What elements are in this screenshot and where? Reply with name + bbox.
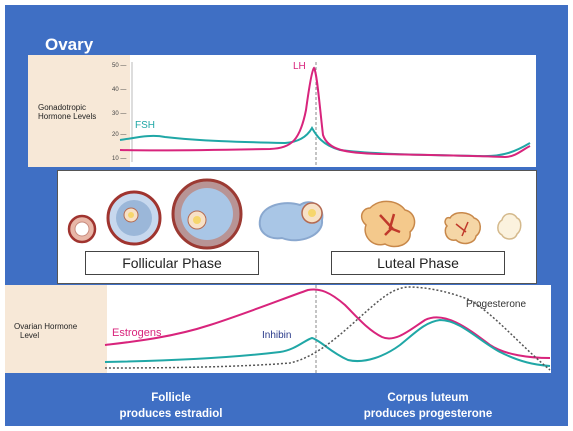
estrogens-curve <box>104 288 551 359</box>
corpus-caption-line2: produces progesterone <box>363 408 493 420</box>
tick-label: 40 — <box>112 87 127 93</box>
follicle-caption-line2: produces estradiol <box>119 408 223 420</box>
ovarian-label-line1: Ovarian Hormone <box>14 322 78 331</box>
fsh-label: FSH <box>135 120 155 131</box>
slide-title: Ovary <box>45 35 94 54</box>
gonadotropic-label-area <box>28 55 130 167</box>
follicle-caption: Follicle produces estradiol <box>96 390 246 422</box>
lh-curve <box>119 66 531 159</box>
progesterone-label: Progesterone <box>466 299 527 310</box>
inhibin-label: Inhibin <box>262 330 292 341</box>
follicular-phase-box: Follicular Phase <box>85 251 259 275</box>
ovulating-follicle-icon <box>258 201 324 242</box>
tick-label: 20 — <box>112 132 127 138</box>
inhibin-curve <box>104 318 551 367</box>
estrogens-label: Estrogens <box>112 327 162 339</box>
primordial-follicle-icon <box>67 214 97 244</box>
corpus-caption-line1: Corpus luteum <box>387 392 469 404</box>
follicle-caption-line1: Follicle <box>151 392 191 404</box>
primary-follicle-icon <box>106 190 162 246</box>
ovarian-label-area <box>5 285 107 373</box>
ovarian-panel <box>5 285 551 373</box>
secondary-follicle-icon <box>171 178 243 250</box>
gonadotropic-label-line2: Hormone Levels <box>38 112 97 121</box>
gonadotropic-panel <box>28 55 536 167</box>
tick-label: 10 — <box>112 156 127 162</box>
lh-label: LH <box>293 61 306 72</box>
corpus-albicans-icon <box>497 213 522 240</box>
tick-label: 30 — <box>112 111 127 117</box>
progesterone-curve <box>104 286 551 371</box>
corpus-luteum-icon <box>360 200 416 248</box>
corpus-luteum-caption: Corpus luteum produces progesterone <box>342 390 514 422</box>
regressing-corpus-luteum-icon <box>444 212 481 245</box>
fsh-curve <box>119 125 531 158</box>
tick-label: 50 — <box>112 63 127 69</box>
gonadotropic-label-line1: Gonadotropic <box>38 103 87 112</box>
ovarian-label-line2: Level <box>20 331 40 340</box>
luteal-phase-box: Luteal Phase <box>331 251 505 275</box>
